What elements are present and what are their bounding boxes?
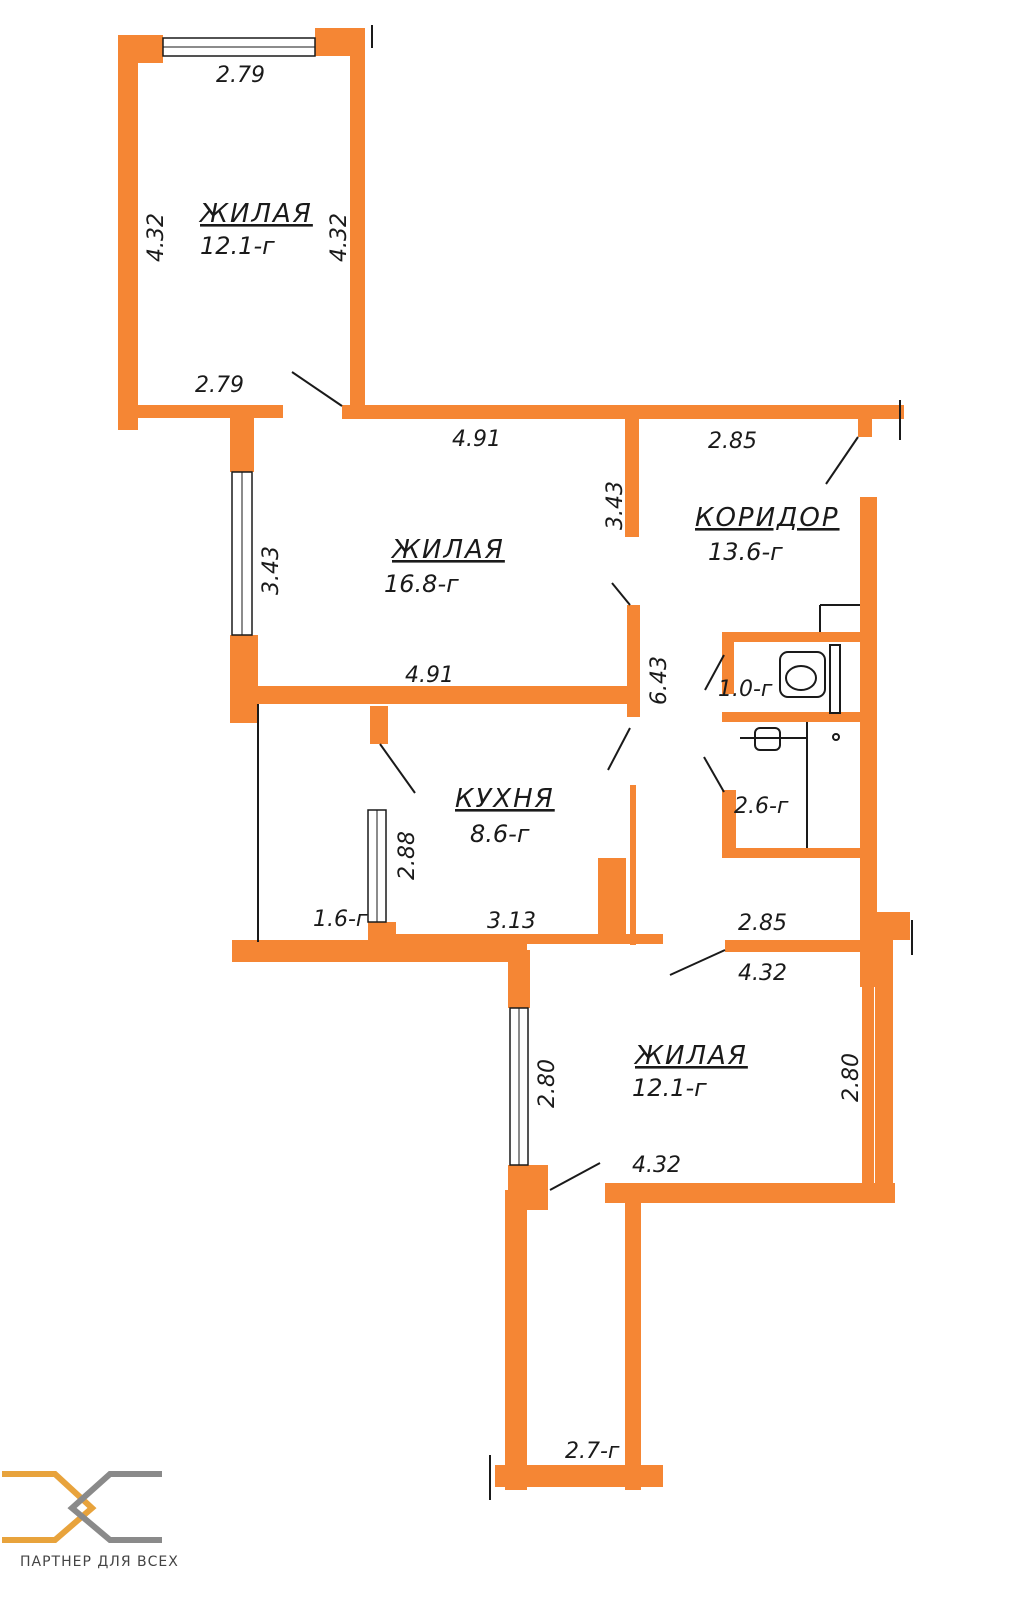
- toilet-icon: [785, 665, 817, 691]
- wall-corridor-right: [860, 497, 877, 987]
- thin-lines: [257, 25, 913, 1500]
- door-entrance: [825, 436, 859, 485]
- wall-room1-top-left: [118, 35, 163, 63]
- wall-room1-bottom-left: [118, 405, 283, 418]
- wall-kitchen-right-thin: [630, 785, 636, 945]
- walls: [118, 28, 910, 1490]
- dim-corridor-top: 2.85: [708, 429, 757, 454]
- kitchen-area: 8.6-г: [470, 820, 530, 848]
- kitchen-name: КУХНЯ: [455, 784, 555, 814]
- wall-top-right-stub: [858, 405, 872, 437]
- dim-kitchen-bottom: 3.13: [487, 909, 536, 934]
- wc-area: 1.0-г: [718, 677, 773, 702]
- wall-room5-right-inner: [862, 940, 874, 1190]
- wall-bath-top: [722, 632, 862, 642]
- corridor-name: КОРИДОР: [695, 503, 840, 533]
- door-room2-corridor: [611, 582, 631, 606]
- door-wc: [704, 654, 725, 691]
- dim-kitchen-left: 2.88: [395, 831, 420, 880]
- bath-area: 2.6-г: [734, 794, 789, 819]
- logo-mark-orange: [2, 1471, 97, 1543]
- logo-tagline: ПАРТНЕР ДЛЯ ВСЕХ: [20, 1554, 179, 1570]
- door-balcony: [549, 1162, 601, 1191]
- wall-room5-top: [725, 940, 865, 952]
- room5-name: ЖИЛАЯ: [633, 1041, 748, 1071]
- sink-icon: [754, 727, 781, 751]
- wall-top-long: [342, 405, 904, 419]
- wall-room5-left-top: [508, 950, 530, 1008]
- dim-room5-top2: 4.32: [738, 961, 787, 986]
- wall-room2-left-bottom: [230, 635, 258, 723]
- wall-room5-right: [875, 912, 893, 1202]
- wall-balcony-right: [625, 1200, 641, 1490]
- corridor-area: 13.6-г: [708, 538, 783, 566]
- door-room5: [669, 949, 726, 976]
- room2-name: ЖИЛАЯ: [390, 535, 505, 565]
- wall-bath-mid: [722, 712, 862, 722]
- wall-room5-right-stub: [880, 912, 910, 940]
- windows: [162, 37, 529, 1166]
- dim-room5-top1: 2.85: [738, 911, 787, 936]
- wall-room2-left-top: [230, 412, 254, 472]
- dim-room2-right: 3.43: [603, 481, 628, 530]
- balcony-area: 2.7-г: [565, 1439, 620, 1464]
- room5-area: 12.1-г: [632, 1074, 707, 1102]
- wall-partition-vertical-top: [625, 412, 639, 537]
- wall-room5-bottom: [605, 1183, 895, 1203]
- door-kitchen-corridor: [607, 727, 631, 771]
- dim-room1-right: 4.32: [327, 213, 352, 262]
- door-bath: [703, 756, 725, 793]
- dim-room5-right: 2.80: [839, 1053, 864, 1102]
- toilet-outline: [779, 651, 826, 698]
- room1-area: 12.1-г: [200, 232, 275, 260]
- dim-room1-left: 4.32: [144, 213, 169, 262]
- dim-room5-bottom: 4.32: [632, 1153, 681, 1178]
- wall-room1-left: [118, 35, 138, 430]
- wall-balcony-bottom: [495, 1465, 663, 1487]
- wall-room1-right: [350, 48, 365, 418]
- storage-area: 1.6-г: [313, 907, 368, 932]
- room2-area: 16.8-г: [384, 570, 459, 598]
- dim-room2-bottom: 4.91: [405, 663, 454, 688]
- wall-room2-bottom: [230, 686, 638, 704]
- wall-bath-bottom: [722, 848, 862, 858]
- wall-kitchen-bottom-post: [368, 922, 396, 952]
- dim-room5-left: 2.80: [535, 1059, 560, 1108]
- dim-room2-top: 4.91: [452, 427, 501, 452]
- drain-icon: [832, 733, 840, 741]
- wall-balcony-left: [505, 1190, 527, 1490]
- logo-mark-gray: [67, 1471, 162, 1543]
- wall-kitchen-top-small: [370, 706, 388, 744]
- wall-bath-left-bottom: [722, 790, 736, 858]
- company-logo: ПАРТНЕР ДЛЯ ВСЕХ: [2, 1471, 179, 1570]
- toilet-tank: [829, 644, 841, 714]
- dim-corridor-long: 6.43: [647, 656, 672, 705]
- door-kitchen: [379, 743, 416, 794]
- door-room1: [291, 371, 343, 407]
- wall-bath-left-top: [722, 632, 734, 694]
- dim-room1-bottom: 2.79: [195, 373, 244, 398]
- room1-name: ЖИЛАЯ: [198, 199, 313, 229]
- room-labels: ЖИЛАЯ 12.1-г ЖИЛАЯ 16.8-г КОРИДОР 13.6-г…: [198, 199, 840, 1464]
- wall-kitchen-bottom-right: [395, 934, 663, 944]
- dim-room1-top: 2.79: [216, 63, 265, 88]
- dim-room2-left: 3.43: [259, 546, 284, 595]
- wall-kitchen-stove: [598, 858, 626, 940]
- wall-partition-vertical-mid: [627, 605, 640, 717]
- dimension-labels: 2.79 4.32 4.32 2.79 4.91 3.43 3.43 4.91 …: [144, 63, 864, 1178]
